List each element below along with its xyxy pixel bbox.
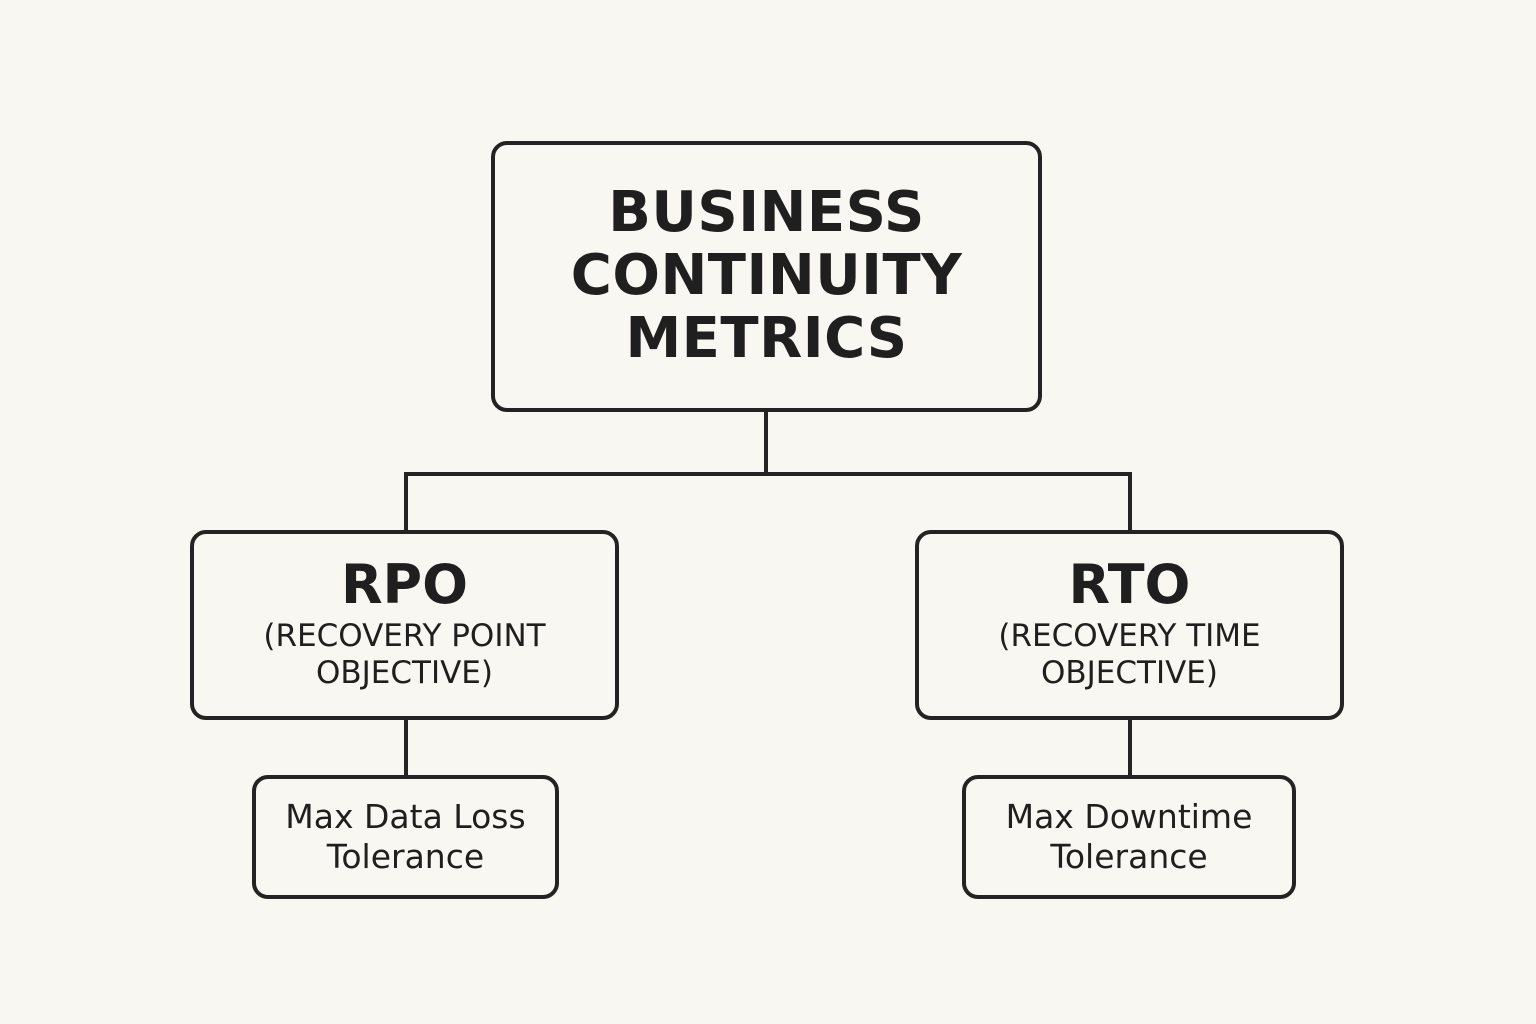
rto-detail-node: Max Downtime Tolerance [962, 775, 1296, 899]
root-node-title: BUSINESS CONTINUITY METRICS [570, 180, 963, 371]
rpo-title: RPO [340, 552, 469, 616]
rto-detail-text: Max Downtime Tolerance [1005, 797, 1253, 876]
rto-subtitle: (RECOVERY TIME OBJECTIVE) [998, 617, 1261, 691]
rpo-subtitle: (RECOVERY POINT OBJECTIVE) [263, 617, 546, 691]
rto-node: RTO (RECOVERY TIME OBJECTIVE) [915, 530, 1344, 720]
rto-title: RTO [1068, 552, 1191, 616]
rpo-node: RPO (RECOVERY POINT OBJECTIVE) [190, 530, 619, 720]
rpo-detail-text: Max Data Loss Tolerance [285, 797, 526, 876]
root-node: BUSINESS CONTINUITY METRICS [491, 141, 1042, 412]
rpo-detail-node: Max Data Loss Tolerance [252, 775, 559, 899]
